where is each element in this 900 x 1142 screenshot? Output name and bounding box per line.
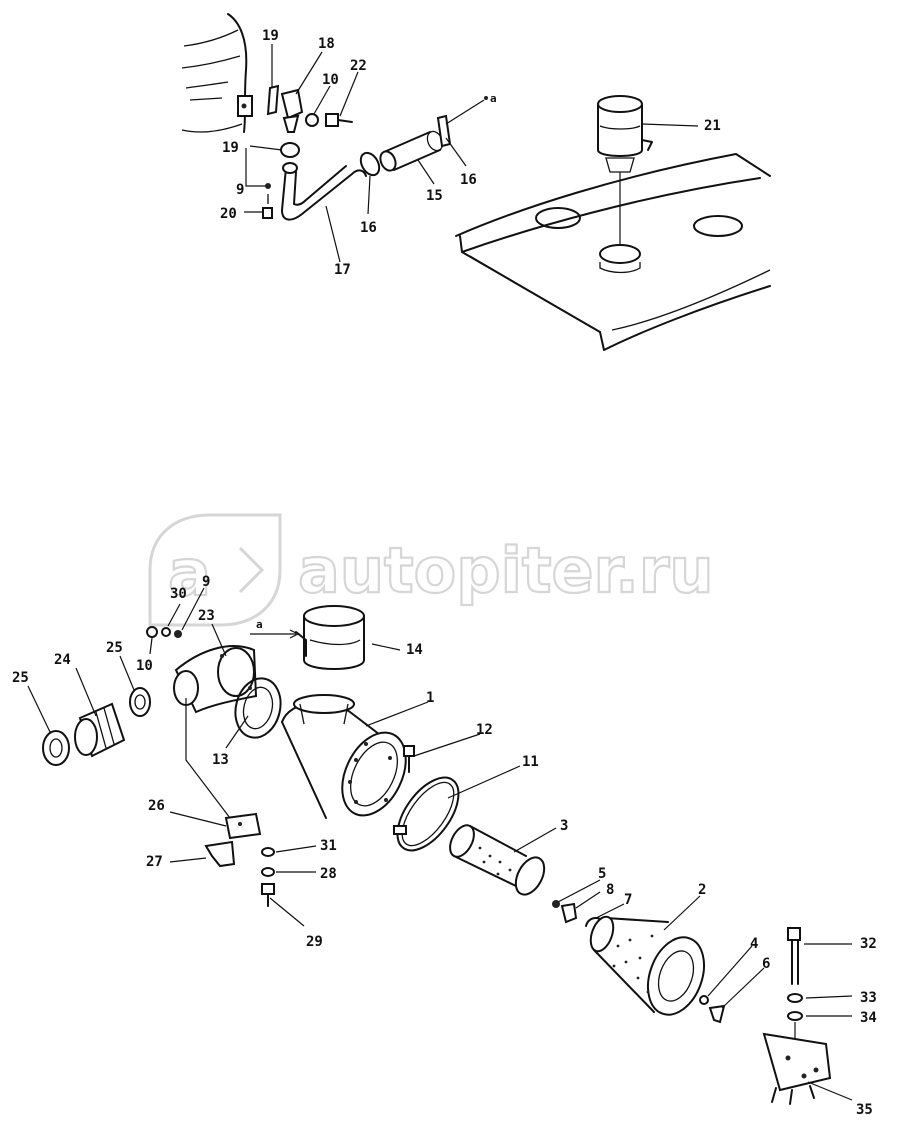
part-6-wing-nut [708,1004,726,1024]
callout-28: 28 [320,866,337,882]
part-1-air-cleaner-body [281,694,407,819]
callout-22: 22 [350,58,367,74]
part-29-bolt [261,883,275,907]
callout-20: 20 [220,206,237,222]
callout-13: 13 [212,752,229,768]
part-10-nut-upper [305,113,319,127]
callout-7: 7 [624,892,632,908]
part-13-gasket [234,677,282,739]
callout-27: 27 [146,854,163,870]
callout-2: 2 [698,882,706,898]
callout-10-lower: 10 [136,658,153,674]
part-32-long-bolt [787,927,801,985]
part-2-outer-element [589,915,706,1016]
part-31-washer [261,847,275,857]
engine-side-housing [181,13,253,133]
callout-1: 1 [426,690,434,706]
callout-18: 18 [318,36,335,52]
watermark-text: autopiter.ru [298,534,714,607]
part-3-inner-element [449,824,546,896]
callout-34: 34 [860,1010,877,1026]
part-14-cover [295,605,365,670]
callout-23: 23 [198,608,215,624]
callout-19-lower: 19 [222,140,239,156]
callout-25-right: 25 [106,640,123,656]
part-19-gasket-lower [280,142,300,158]
callout-35: 35 [856,1102,873,1118]
part-24-rubber-boot [74,702,126,758]
watermark-logo-letter: a [168,537,211,611]
part-22-bolt [325,113,353,127]
part-23-elbow [173,645,258,714]
callout-31: 31 [320,838,337,854]
watermark-arrow-shape [238,546,265,594]
callout-32: 32 [860,936,877,952]
part-18-elbow-fitting [280,88,304,133]
part-10-nut-lower [146,626,158,638]
callout-11: 11 [522,754,539,770]
part-27-strap [204,840,236,868]
part-12-bolt [403,745,415,773]
part-21-precleaner [597,95,653,246]
part-33-washer [787,993,803,1003]
part-15-hose [379,130,444,172]
part-9-washer-lower [174,630,182,638]
part-9-washer-upper [265,183,271,189]
part-34-washer [787,1011,803,1021]
callout-12: 12 [476,722,493,738]
engine-hood [455,153,771,351]
part-25-clamp-right [129,687,151,717]
callout-9-upper: 9 [236,182,244,198]
part-8-nut [560,902,578,924]
part-20-nut [262,207,273,219]
part-4-washer [699,995,709,1005]
callout-8: 8 [606,882,614,898]
callout-21: 21 [704,118,721,134]
part-26-bracket [224,812,262,840]
callout-16-lower: 16 [360,220,377,236]
watermark-logo-shape [148,513,282,627]
part-35-mounting-bracket [762,1032,832,1105]
part-17-bent-hose [281,162,367,221]
callout-15: 15 [426,188,443,204]
callout-29: 29 [306,934,323,950]
ref-marker-a-upper: a [490,92,497,105]
callout-3: 3 [560,818,568,834]
callout-25-left: 25 [12,670,29,686]
callout-17: 17 [334,262,351,278]
part-30-washer [161,627,171,637]
callout-4: 4 [750,936,758,952]
callout-10-upper: 10 [322,72,339,88]
callout-14: 14 [406,642,423,658]
callout-33: 33 [860,990,877,1006]
part-25-clamp-left [42,730,70,766]
part-19-gasket-upper [266,84,280,116]
ref-marker-a-lower: a [256,618,263,631]
leader-lines [27,44,853,1101]
part-11-band-clamp [393,776,460,852]
callout-16-upper: 16 [460,172,477,188]
callout-24: 24 [54,652,71,668]
callout-26: 26 [148,798,165,814]
callout-30: 30 [170,586,187,602]
callout-19-upper: 19 [262,28,279,44]
callout-5: 5 [598,866,606,882]
watermark: a autopiter.ru [148,513,715,627]
part-28-lock-washer [261,867,275,877]
callout-labels: 19 18 10 22 19 9 20 17 16 15 16 21 1 14 … [12,28,877,1118]
callout-6: 6 [762,956,770,972]
callout-9-lower: 9 [202,574,210,590]
part-16-clamp-lower [359,151,381,177]
